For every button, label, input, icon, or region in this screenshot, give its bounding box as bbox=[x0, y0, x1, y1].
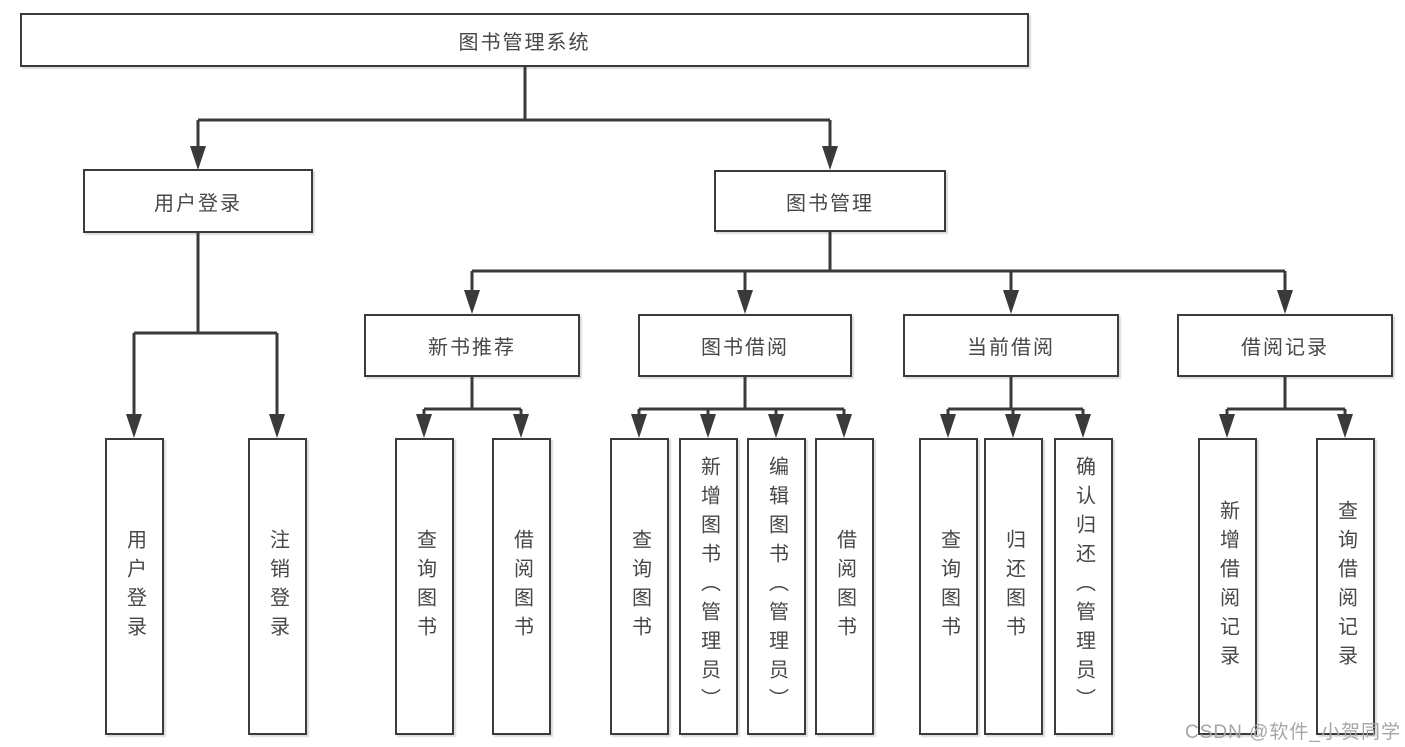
node-label: 归还图书 bbox=[1002, 528, 1025, 645]
watermark: CSDN @软件_小贺同学 bbox=[1185, 722, 1401, 743]
node-label: 新书推荐 bbox=[428, 337, 516, 359]
node-label: 查询图书 bbox=[628, 528, 651, 645]
node-label: 图书借阅 bbox=[701, 337, 789, 359]
node-label: 借阅图书 bbox=[510, 528, 533, 645]
connector-book-management-to-groups bbox=[464, 232, 1293, 314]
leaf-confirm-return-admin: 确认归还（管理员） bbox=[1054, 438, 1113, 735]
node-label: 注销登录 bbox=[266, 528, 289, 645]
leaf-query-books-current: 查询图书 bbox=[919, 438, 978, 735]
connector-new-book-recommend-to-leaves bbox=[416, 377, 529, 438]
leaf-borrow-books-borrowing: 借阅图书 bbox=[815, 438, 874, 735]
node-new-book-recommend: 新书推荐 bbox=[364, 314, 580, 377]
node-current-borrowing: 当前借阅 bbox=[903, 314, 1119, 377]
leaf-add-book-admin: 新增图书（管理员） bbox=[679, 438, 738, 735]
node-label: 用户登录 bbox=[123, 528, 146, 645]
node-label: 新增图书（管理员） bbox=[697, 456, 720, 717]
connector-user-login-to-leaves bbox=[126, 233, 285, 438]
node-label: 查询图书 bbox=[937, 528, 960, 645]
leaf-query-books-recommend: 查询图书 bbox=[395, 438, 454, 735]
node-label: 查询借阅记录 bbox=[1334, 499, 1357, 674]
connector-book-borrowing-to-leaves bbox=[631, 377, 852, 438]
connector-root-to-level2 bbox=[190, 67, 838, 170]
node-label: 确认归还（管理员） bbox=[1072, 456, 1095, 717]
leaf-user-login: 用户登录 bbox=[105, 438, 164, 735]
node-label: 借阅图书 bbox=[833, 528, 856, 645]
connector-borrowing-records-to-leaves bbox=[1219, 377, 1353, 438]
node-label: 图书管理 bbox=[786, 192, 874, 215]
node-label: 用户登录 bbox=[154, 192, 242, 215]
node-label: 编辑图书（管理员） bbox=[765, 456, 788, 717]
node-book-management: 图书管理 bbox=[714, 170, 946, 232]
node-label: 当前借阅 bbox=[967, 337, 1055, 359]
node-label: 借阅记录 bbox=[1241, 337, 1329, 359]
node-borrowing-records: 借阅记录 bbox=[1177, 314, 1393, 377]
node-label: 新增借阅记录 bbox=[1216, 499, 1239, 674]
node-root: 图书管理系统 bbox=[20, 13, 1029, 67]
leaf-edit-book-admin: 编辑图书（管理员） bbox=[747, 438, 806, 735]
leaf-return-book: 归还图书 bbox=[984, 438, 1043, 735]
node-book-borrowing: 图书借阅 bbox=[638, 314, 852, 377]
connector-current-borrowing-to-leaves bbox=[940, 377, 1091, 438]
node-label: 图书管理系统 bbox=[458, 31, 591, 54]
leaf-add-borrow-record: 新增借阅记录 bbox=[1198, 438, 1257, 735]
leaf-query-books-borrowing: 查询图书 bbox=[610, 438, 669, 735]
node-user-login: 用户登录 bbox=[83, 169, 313, 233]
leaf-query-borrow-record: 查询借阅记录 bbox=[1316, 438, 1375, 735]
leaf-borrow-books-recommend: 借阅图书 bbox=[492, 438, 551, 735]
node-label: 查询图书 bbox=[413, 528, 436, 645]
leaf-logout: 注销登录 bbox=[248, 438, 307, 735]
